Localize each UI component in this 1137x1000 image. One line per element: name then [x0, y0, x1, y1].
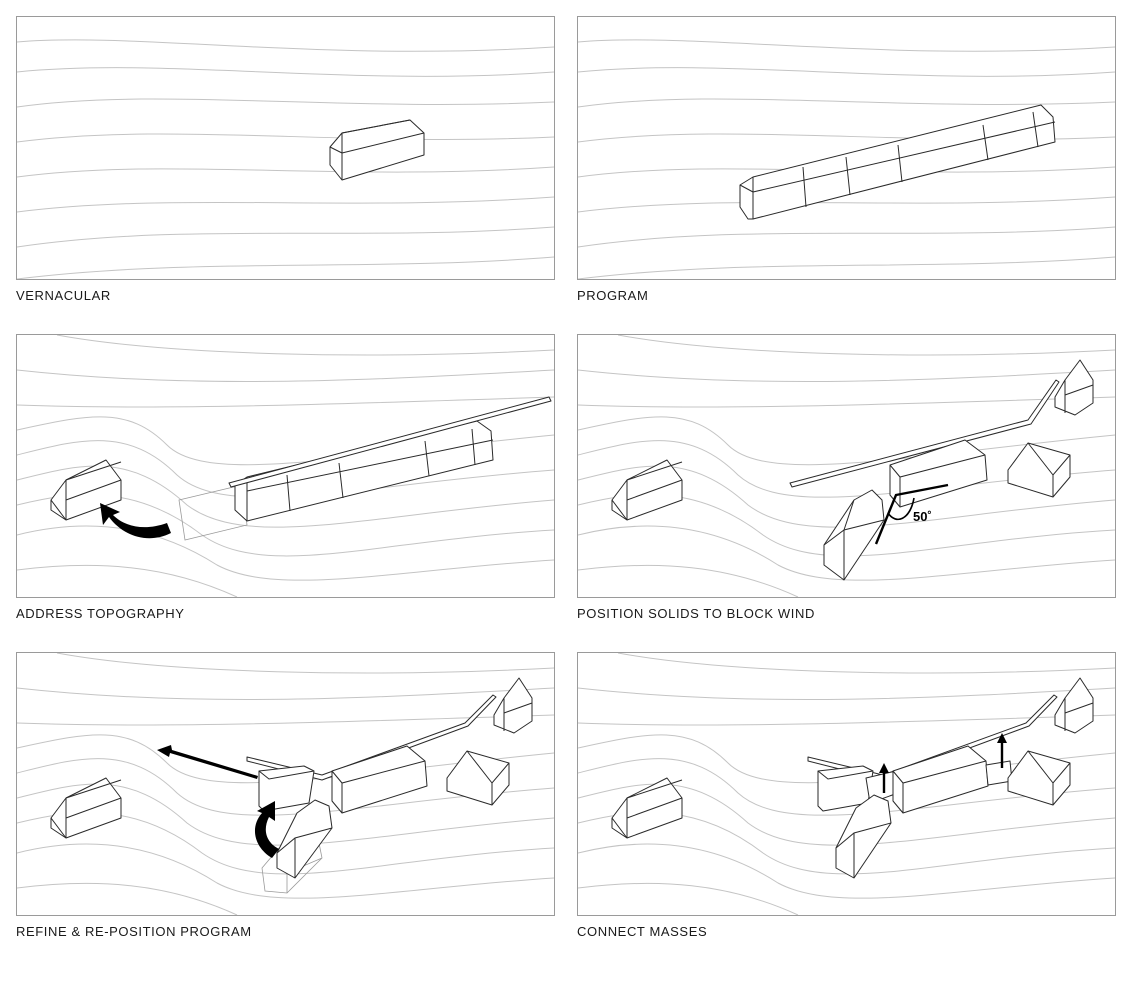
- vernacular-drawing: [17, 39, 554, 279]
- central-building: [892, 745, 989, 814]
- straight-arrow-icon: [157, 745, 258, 779]
- up-arrow-icon: [997, 733, 1007, 768]
- address-topography-drawing: [17, 335, 554, 597]
- diagram-panel-refine-program: [16, 652, 555, 916]
- canopy-bar: [789, 379, 1060, 488]
- program-drawing: [578, 39, 1115, 279]
- repositioned-building: [258, 765, 315, 812]
- caption-address-topography: ADDRESS TOPOGRAPHY: [16, 606, 185, 621]
- central-building: [889, 439, 988, 508]
- north-building: [493, 677, 533, 734]
- block-wind-drawing: 50˚: [578, 335, 1115, 597]
- canopy-bar: [246, 694, 497, 781]
- single-building: [329, 119, 425, 181]
- up-arrow-icon: [879, 763, 889, 793]
- caption-connect-masses: CONNECT MASSES: [577, 924, 708, 939]
- moved-building: [276, 799, 333, 879]
- caption-refine-program: REFINE & RE-POSITION PROGRAM: [16, 924, 252, 939]
- west-building: [50, 777, 122, 839]
- north-building: [1054, 677, 1094, 734]
- diagram-panel-address-topography: [16, 334, 555, 598]
- diagram-panel-connect-masses: [577, 652, 1116, 916]
- canopy-bar: [807, 694, 1058, 781]
- east-building: [446, 750, 510, 806]
- curved-arrow-icon: [100, 503, 171, 539]
- east-building: [1007, 442, 1071, 498]
- ghost-building: [178, 484, 248, 541]
- curved-arrow-icon: [254, 801, 279, 858]
- caption-vernacular: VERNACULAR: [16, 288, 111, 303]
- diagram-panel-vernacular: [16, 16, 555, 280]
- west-building: [611, 777, 683, 839]
- east-building: [1007, 750, 1071, 806]
- angle-marker-icon: [874, 483, 949, 545]
- angle-label: 50˚: [913, 509, 932, 524]
- caption-program: PROGRAM: [577, 288, 649, 303]
- long-building-row: [739, 104, 1056, 220]
- refine-program-drawing: [17, 653, 554, 915]
- central-building: [331, 745, 428, 814]
- diagram-panel-program: [577, 16, 1116, 280]
- connect-masses-drawing: [578, 653, 1115, 915]
- rotated-building: [823, 489, 885, 581]
- canopy-bar: [228, 396, 552, 488]
- south-building: [835, 794, 892, 879]
- diagram-panel-block-wind: 50˚: [577, 334, 1116, 598]
- north-building: [1054, 359, 1094, 416]
- caption-block-wind: POSITION SOLIDS TO BLOCK WIND: [577, 606, 815, 621]
- west-building: [611, 459, 683, 521]
